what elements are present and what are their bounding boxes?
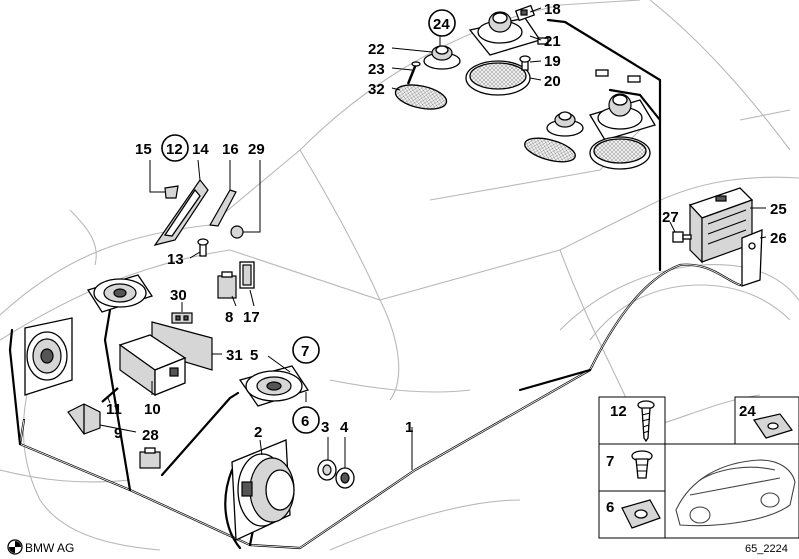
part-labels: 1 2 3 4 5 6 7 8 9 10 11 12 13 14 15 16 1… — [106, 1, 787, 444]
legend-24: 24 — [739, 403, 756, 420]
label-31: 31 — [226, 347, 243, 364]
push-clip-icon — [631, 450, 653, 479]
speaker-21 — [468, 11, 542, 56]
bmw-roundel-icon — [7, 539, 23, 555]
label-13: 13 — [167, 251, 184, 268]
label-30: 30 — [170, 287, 187, 304]
legend-6: 6 — [606, 499, 614, 516]
label-14: 14 — [192, 141, 209, 158]
label-26: 26 — [770, 230, 787, 247]
wiring-harness — [8, 18, 742, 550]
cover-16 — [209, 189, 237, 227]
clip-15 — [164, 185, 179, 199]
speaker-left-small — [86, 274, 154, 313]
speaker-left-large — [24, 317, 73, 396]
label-27: 27 — [662, 209, 679, 226]
clip-30 — [171, 312, 193, 324]
label-5: 5 — [250, 347, 258, 364]
brand-text: BMW AG — [25, 541, 74, 555]
label-11: 11 — [106, 401, 122, 418]
bracket-10 — [118, 334, 187, 397]
screw-icon — [637, 400, 655, 443]
leader-lines — [99, 7, 767, 470]
label-1: 1 — [405, 419, 413, 436]
clip-18 — [514, 4, 536, 22]
label-6: 6 — [301, 413, 309, 430]
label-29: 29 — [248, 141, 265, 158]
label-32: 32 — [368, 81, 385, 98]
label-12: 12 — [166, 141, 183, 158]
label-19: 19 — [544, 53, 561, 70]
spring-nut-icon — [621, 499, 661, 529]
label-25: 25 — [770, 201, 787, 218]
bracket-26 — [741, 229, 763, 287]
clip-nut-icon — [753, 413, 793, 439]
ring-4 — [335, 467, 355, 489]
tweeter-right-rear — [524, 111, 584, 163]
label-20: 20 — [544, 73, 561, 90]
screw-23 — [406, 61, 421, 85]
tweeter-cover-32 — [394, 84, 448, 110]
label-7: 7 — [301, 343, 309, 360]
legend-12: 12 — [610, 403, 627, 420]
label-4: 4 — [340, 419, 349, 436]
screw-13 — [197, 238, 209, 257]
label-12-circle — [161, 134, 189, 162]
legend-7: 7 — [606, 453, 614, 470]
label-10: 10 — [144, 401, 161, 418]
label-21: 21 — [544, 33, 561, 50]
label-17: 17 — [243, 309, 260, 326]
legend-box-12 — [598, 396, 666, 445]
speaker-grille-20 — [465, 60, 531, 96]
label-3: 3 — [321, 419, 329, 436]
label-15: 15 — [135, 141, 152, 158]
label-22: 22 — [368, 41, 385, 58]
label-24: 24 — [433, 16, 450, 33]
legend-panel: 12 24 7 6 — [598, 396, 799, 539]
holder-17 — [239, 261, 255, 289]
ring-3 — [317, 459, 337, 481]
connector-28 — [139, 447, 161, 469]
car-thumbnail-icon — [675, 459, 796, 527]
bracket-9 — [67, 403, 101, 435]
label-6-circle — [292, 406, 320, 434]
screw-19 — [519, 55, 531, 71]
label-28: 28 — [142, 427, 159, 444]
diagram-code: 65_2224 — [745, 543, 788, 555]
label-24-circle — [428, 9, 456, 37]
tweeter-22 — [423, 45, 461, 70]
label-23: 23 — [368, 61, 385, 78]
label-8: 8 — [225, 309, 233, 326]
label-18: 18 — [544, 1, 561, 18]
clip-29 — [230, 225, 244, 239]
speaker-5 — [238, 365, 310, 407]
amplifier-25 — [688, 187, 754, 264]
label-9: 9 — [114, 425, 122, 442]
speaker-2 — [231, 439, 295, 541]
label-7-circle — [292, 336, 320, 364]
footer: BMW AG 65_2224 — [7, 539, 788, 555]
connectors-shelf — [537, 37, 641, 83]
pin-11 — [101, 387, 119, 403]
screw-27 — [672, 231, 692, 243]
legend-box-car — [664, 443, 799, 539]
label-2: 2 — [254, 424, 262, 441]
speaker-right-rear — [589, 93, 656, 170]
relay-8 — [217, 271, 237, 299]
label-16: 16 — [222, 141, 239, 158]
trim-14 — [153, 178, 209, 246]
